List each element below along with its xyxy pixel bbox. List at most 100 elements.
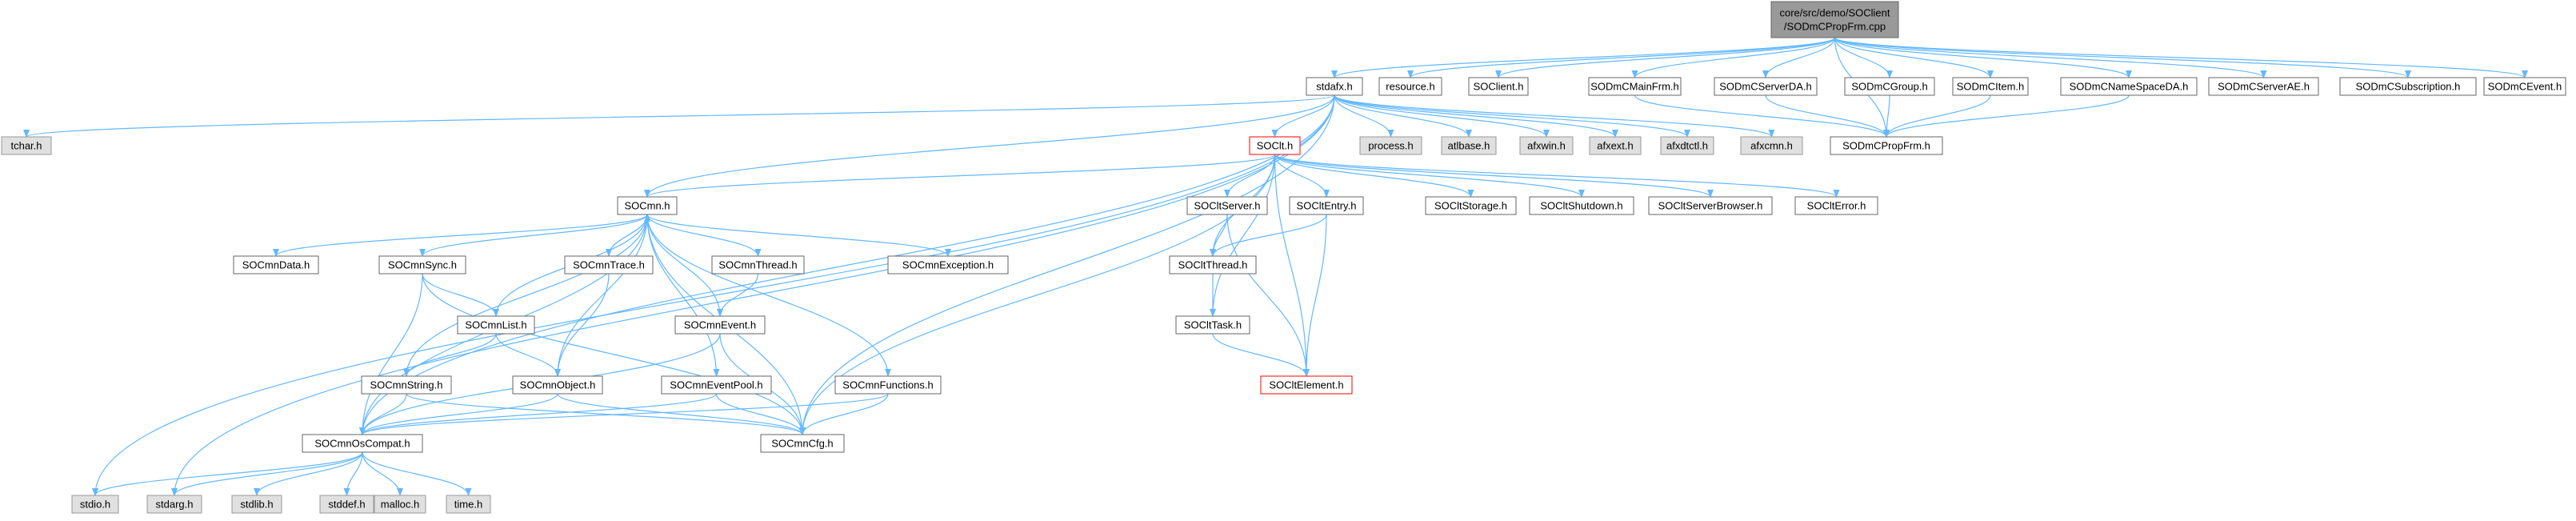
node-mainfrm[interactable]: SODmCMainFrm.h [1588,77,1682,96]
node-label-malloc: malloc.h [381,499,419,511]
node-atlbase[interactable]: atlbase.h [1441,136,1497,155]
node-afxdtctl[interactable]: afxdtctl.h [1660,136,1714,155]
node-stdio[interactable]: stdio.h [71,495,119,514]
node-box-cmnevent [674,315,766,335]
edge-socmn-to-cmndata [273,214,648,257]
node-stddef[interactable]: stddef.h [319,495,374,514]
node-cmnobject[interactable]: SOCmnObject.h [512,375,603,395]
edge-serverda-to-propfrm [1765,94,1890,138]
edge-root-to-resource [1407,37,1836,78]
node-afxwin[interactable]: afxwin.h [1519,136,1574,155]
node-namespaceda[interactable]: SODmCNameSpaceDA.h [2060,77,2198,96]
node-serverda[interactable]: SODmCServerDA.h [1714,77,1818,96]
edge-soclt-to-cltelement [1274,154,1310,377]
node-cmnexception[interactable]: SOCmnException.h [887,255,1009,275]
node-label-cmnsync: SOCmnSync.h [388,259,457,271]
node-box-propfrm [1830,136,1943,155]
edge-stdafx-to-tchar [23,94,1335,138]
node-event[interactable]: SODmCEvent.h [2483,77,2566,96]
node-box-stdlib [231,495,282,514]
node-cmnstring[interactable]: SOCmnString.h [361,375,452,395]
node-label-serverae: SODmCServerAE.h [2218,81,2310,93]
node-root[interactable]: core/src/demo/SOClient/SODmCPropFrm.cpp [1770,1,1899,38]
node-time[interactable]: time.h [446,495,491,514]
node-cmnoscompat[interactable]: SOCmnOsCompat.h [302,434,423,453]
node-malloc[interactable]: malloc.h [374,495,426,514]
node-cltserverbrowser[interactable]: SOCltServerBrowser.h [1648,196,1773,215]
node-item[interactable]: SODmCItem.h [1952,77,2029,96]
node-cmndata[interactable]: SOCmnData.h [233,255,319,275]
node-soclient[interactable]: SOClient.h [1468,77,1529,96]
node-cmneventpool[interactable]: SOCmnEventPool.h [661,375,772,395]
node-label-propfrm: SODmCPropFrm.h [1842,140,1930,152]
edge-item-to-propfrm [1883,94,1991,138]
node-label-stddef: stddef.h [328,499,365,511]
node-label-root: /SODmCPropFrm.cpp [1784,21,1886,33]
node-box-afxext [1589,136,1642,155]
edge-cmnsync-to-cmnlist [422,273,499,317]
edge-cmnoscompat-to-malloc [362,451,403,496]
node-soclt[interactable]: SOClt.h [1249,136,1301,155]
node-stdafx[interactable]: stdafx.h [1306,77,1363,96]
node-socmn[interactable]: SOCmn.h [617,196,678,215]
edge-socmn-to-cmnevent [646,214,723,317]
node-cltshutdown[interactable]: SOCltShutdown.h [1529,196,1634,215]
node-group[interactable]: SODmCGroup.h [1844,77,1935,96]
edge-clttask-to-cltelement [1212,333,1310,377]
node-cltthread[interactable]: SOCltThread.h [1169,255,1257,275]
node-clterror[interactable]: SOCltError.h [1794,196,1878,215]
node-serverae[interactable]: SODmCServerAE.h [2208,77,2319,96]
node-box-process [1359,136,1422,155]
node-resource[interactable]: resource.h [1378,77,1442,96]
edge-socmn-to-cmnstring [403,214,648,377]
node-label-soclt: SOClt.h [1257,140,1294,152]
node-box-cltserver [1186,196,1268,215]
node-label-cltelement: SOCltElement.h [1269,379,1343,391]
node-cmncfg[interactable]: SOCmnCfg.h [760,434,845,453]
node-label-cmnevent: SOCmnEvent.h [684,319,756,331]
node-label-clttask: SOCltTask.h [1184,319,1242,331]
node-process[interactable]: process.h [1359,136,1422,155]
edge-socmn-to-cmnthread [646,214,762,257]
node-box-tchar [1,136,52,155]
node-box-cltshutdown [1529,196,1634,215]
node-stdlib[interactable]: stdlib.h [231,495,282,514]
edge-namespaceda-to-propfrm [1883,94,2130,138]
node-tchar[interactable]: tchar.h [1,136,52,155]
node-label-stdio: stdio.h [80,499,110,511]
node-cmnthread[interactable]: SOCmnThread.h [711,255,805,275]
node-box-namespaceda [2060,77,2198,96]
node-propfrm[interactable]: SODmCPropFrm.h [1830,136,1943,155]
node-label-stdafx: stdafx.h [1316,81,1353,93]
node-afxext[interactable]: afxext.h [1589,136,1642,155]
edge-socmn-to-cmnfunctions [646,214,891,377]
node-cmnsync[interactable]: SOCmnSync.h [378,255,466,275]
edge-soclt-to-cltserverbrowser [1274,154,1714,198]
edge-stdafx-to-atlbase [1334,94,1472,138]
node-label-cmncfg: SOCmnCfg.h [771,438,833,450]
node-cmnlist[interactable]: SOCmnList.h [457,315,535,335]
node-stdarg[interactable]: stdarg.h [146,495,202,514]
node-cltentry[interactable]: SOCltEntry.h [1289,196,1364,215]
node-label-cmnoscompat: SOCmnOsCompat.h [314,438,410,450]
edge-stdafx-to-afxwin [1334,94,1550,138]
node-cmnfunctions[interactable]: SOCmnFunctions.h [834,375,942,395]
edge-root-to-mainfrm [1631,37,1836,78]
node-label-cmnstring: SOCmnString.h [370,379,442,391]
edge-root-to-event [1834,37,2528,78]
node-box-cmncfg [760,434,845,453]
node-cltstorage[interactable]: SOCltStorage.h [1425,196,1517,215]
edge-stdafx-to-socmn [644,94,1335,198]
node-subscription[interactable]: SODmCSubscription.h [2339,77,2477,96]
node-label-socmn: SOCmn.h [624,200,670,212]
node-cltelement[interactable]: SOCltElement.h [1260,375,1353,395]
node-cltserver[interactable]: SOCltServer.h [1186,196,1268,215]
node-cmntrace[interactable]: SOCmnTrace.h [564,255,654,275]
node-box-clterror [1794,196,1878,215]
node-box-stdarg [146,495,202,514]
node-clttask[interactable]: SOCltTask.h [1175,315,1250,335]
node-afxcmn[interactable]: afxcmn.h [1740,136,1803,155]
node-cmnevent[interactable]: SOCmnEvent.h [674,315,766,335]
